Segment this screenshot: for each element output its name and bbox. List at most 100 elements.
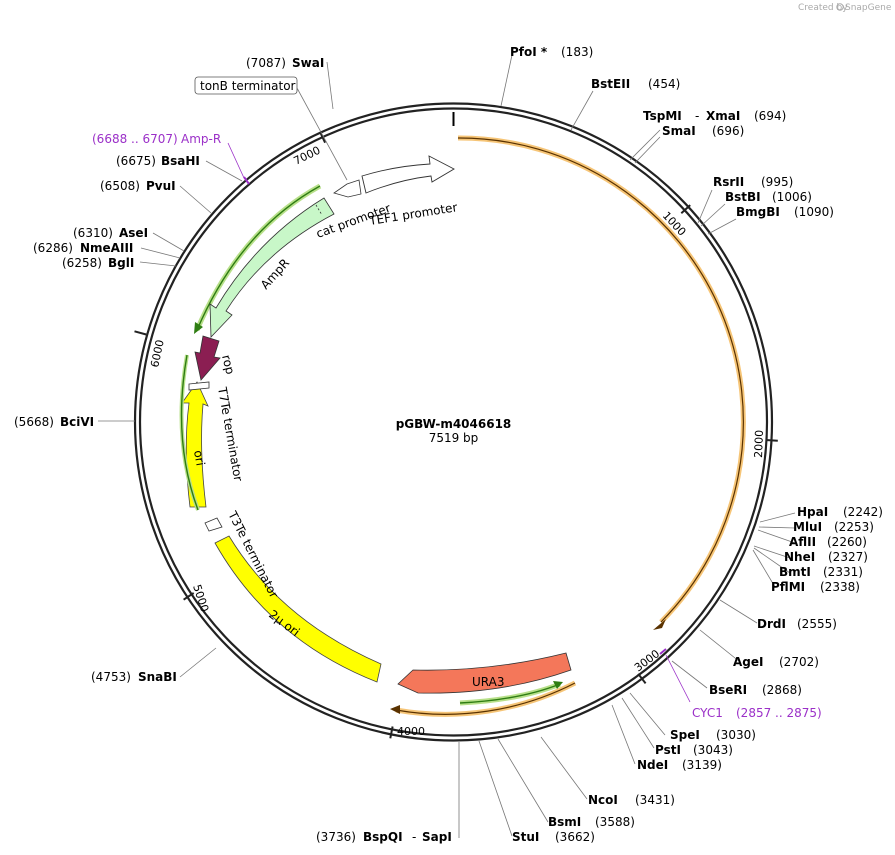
enzyme-bsmi: BsmI (3588) [548,815,635,829]
enzyme-bmti: BmtI (2331) [779,565,863,579]
brand-created-by: Created by [798,3,848,13]
enzyme-name: XmaI [706,109,740,123]
two-micron-ori-feature: 2µ ori [214,535,382,683]
enzyme-bseri: BseRI (2868) [709,683,802,697]
enzyme-pos: (454) [648,77,680,91]
enzyme-name: SapI [422,830,452,844]
green-orf-ori [179,354,200,511]
snapgene-logo-icon [836,3,844,11]
enzyme-stui: StuI (3662) [512,830,595,844]
primer-ampr-name: Amp-R [181,132,221,146]
enzyme-name: RsrII [713,175,744,189]
enzyme-pos: (4753) [91,670,131,684]
enzyme-agei: AgeI (2702) [733,655,819,669]
enzyme-pos: (2702) [779,655,819,669]
enzyme-bstbi: BstBI (1006) [725,190,812,204]
enzyme-name: SpeI [670,728,700,742]
enzyme-pos: (2868) [762,683,802,697]
enzyme-pos: (7087) [246,56,286,70]
tick-label-6000: 6000 [148,339,167,369]
enzyme-bgli: (6258) BglI [62,256,134,270]
t3te-terminator-feature: T3Te terminator [204,508,281,600]
enzyme-nmeaiii: (6286) NmeAIII [33,241,133,255]
enzyme-bmgbi: BmgBI (1090) [736,205,834,219]
enzyme-pflmi: PflMI (2338) [771,580,860,594]
rop-label: rop [219,353,237,375]
tonb-terminator-feature: tonB terminator [194,76,348,181]
enzyme-name: BciVI [60,415,94,429]
ura3-label: URA3 [472,675,504,689]
enzyme-name: PflMI [771,580,805,594]
tef1-promoter-feature: TEF1 promoter [361,155,458,228]
enzyme-pvui: (6508) PvuI [100,179,176,193]
enzyme-swai: (7087) SwaI [246,56,324,70]
enzyme-pos: (2253) [834,520,874,534]
enzyme-name: PvuI [146,179,176,193]
enzyme-bspqi-sapi: (3736) BspQI - SapI [316,830,452,844]
enzyme-pos: (694) [754,109,786,123]
enzyme-snabi: (4753) SnaBI [91,670,177,684]
enzyme-name: DrdI [757,617,786,631]
enzyme-pos: (2260) [827,535,867,549]
enzyme-mlui: MluI (2253) [793,520,874,534]
ori-label: ori [191,449,207,467]
tonb-terminator-label: tonB terminator [200,79,296,93]
enzyme-name: SnaBI [138,670,177,684]
enzyme-pos: (2242) [843,505,883,519]
enzyme-drdi: DrdI (2555) [757,617,837,631]
enzyme-pos: (3736) [316,830,356,844]
enzyme-rsrii: RsrII (995) [713,175,793,189]
enzyme-nhei: NheI (2327) [784,550,868,564]
tick-label-7000: 7000 [292,144,323,168]
enzyme-name: AflII [789,535,816,549]
ori-feature: ori [181,381,209,508]
plasmid-length: 7519 bp [429,431,479,445]
snapgene-logo-text: SnapGene [845,3,892,13]
enzyme-leader-lines [98,54,796,838]
enzyme-ncoi: NcoI (3431) [588,793,675,807]
orf-arc-ura3 [390,680,577,717]
enzyme-name: AseI [119,226,148,240]
primer-cyc1-name: CYC1 [692,706,723,720]
enzyme-pos: (1090) [794,205,834,219]
enzyme-sep: - [695,109,699,123]
enzyme-bsteii: BstEII (454) [591,77,680,91]
enzyme-pos: (2338) [820,580,860,594]
enzyme-pos: (3139) [682,758,722,772]
t7te-terminator-label: T7Te terminator [215,385,246,482]
enzyme-smai: SmaI (696) [662,124,744,138]
enzyme-pos: (2327) [828,550,868,564]
enzyme-name: AgeI [733,655,763,669]
enzyme-spei: SpeI (3030) [670,728,756,742]
enzyme-name: NdeI [637,758,668,772]
primer-cyc1: CYC1 (2857 .. 2875) [659,648,822,720]
enzyme-name: MluI [793,520,822,534]
enzyme-name: BsaHI [161,154,200,168]
green-orf-ura3 [459,681,563,706]
enzyme-name: PfoI * [510,45,548,59]
enzyme-pos: (6675) [116,154,156,168]
plasmid-backbone [133,102,774,742]
tick-marks [134,131,778,739]
enzyme-name: SwaI [292,56,324,70]
enzyme-bsahi: (6675) BsaHI [116,154,200,168]
enzyme-pos: (6310) [73,226,113,240]
ura3-feature: URA3 [397,652,572,694]
enzyme-name: NmeAIII [80,241,133,255]
enzyme-name: BsmI [548,815,581,829]
enzyme-pos: (3043) [693,743,733,757]
enzyme-sep: - [412,830,416,844]
enzyme-name: BstEII [591,77,630,91]
enzyme-pos: (6508) [100,179,140,193]
enzyme-name: BstBI [725,190,761,204]
enzyme-asei: (6310) AseI [73,226,148,240]
enzyme-name: SmaI [662,124,696,138]
rop-feature: rop [194,335,237,381]
enzyme-pos: (995) [761,175,793,189]
orf-arc-large [457,135,746,630]
enzyme-name: BmgBI [736,205,780,219]
enzyme-name: NheI [784,550,815,564]
enzyme-tspmi-xmai: TspMI - XmaI (694) [643,109,786,123]
enzyme-name: BmtI [779,565,811,579]
